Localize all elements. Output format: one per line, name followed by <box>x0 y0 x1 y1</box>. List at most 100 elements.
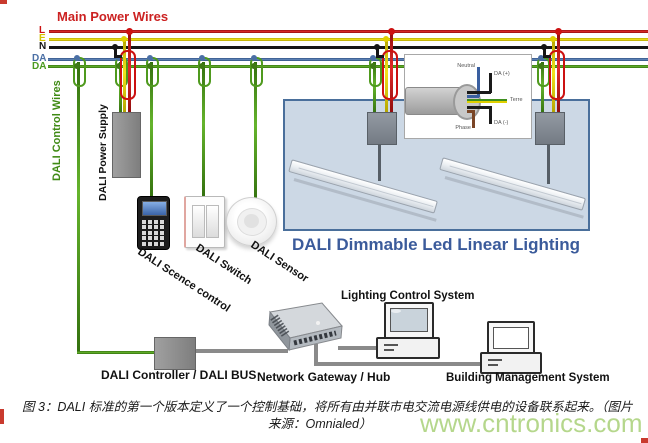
neutral-wire <box>49 46 648 49</box>
inset-phase-label: Phase <box>455 125 471 131</box>
inset-neutral-label: Neutral <box>457 63 475 69</box>
dali-drop-loop <box>73 57 86 87</box>
sensor-lens <box>244 214 259 228</box>
wire-label-da-green: DA <box>32 61 47 72</box>
da-green-junction-dot <box>370 63 376 69</box>
dali-control-wires-label: DALI Control Wires <box>51 80 63 181</box>
mains-drop-loop <box>120 50 136 100</box>
led-stem-left <box>378 143 381 181</box>
mains-drop-neutral-hook-foot <box>376 55 384 58</box>
dali-drop-loop <box>250 57 263 87</box>
mains-drop-live <box>557 31 560 113</box>
controller-to-hub-line <box>193 349 288 353</box>
inset-terre-label: Terre <box>510 97 523 103</box>
inset-earth-wire <box>467 101 507 103</box>
network-hub-device <box>268 302 343 352</box>
hub-drop-line <box>314 344 318 366</box>
neutral-junction-dot <box>541 44 547 50</box>
mains-drop-neutral-hook-foot <box>114 55 122 58</box>
dali-switch-label: DALI Switch <box>193 242 254 288</box>
dali-drop-loop <box>146 57 159 87</box>
live-junction-dot <box>126 28 133 35</box>
cable-detail-inset: Neutral DA (+) Terre DA (-) Phase <box>404 54 532 139</box>
scene-control-keypad <box>142 218 165 246</box>
da-green-junction-dot <box>74 63 80 69</box>
dali-drop-wire <box>373 62 376 114</box>
inset-phase-wire <box>467 110 475 113</box>
network-gateway-label: Network Gateway / Hub <box>257 370 391 384</box>
bms-base <box>480 352 542 374</box>
scene-control-screen <box>142 201 167 216</box>
mains-drop-live <box>390 31 393 113</box>
bms-monitor <box>487 321 535 356</box>
led-junction-box-right <box>535 112 565 145</box>
mains-drop-loop <box>382 50 398 100</box>
inset-neutral-wire <box>467 95 479 98</box>
hub-to-lcs-line <box>338 346 380 350</box>
live-junction-dot <box>555 28 562 35</box>
earth-junction-dot <box>383 36 389 42</box>
dali-switch-device <box>184 196 225 248</box>
lcs-screen <box>390 308 428 332</box>
da-green-wire <box>48 65 648 68</box>
da-blue-junction-dot <box>74 55 80 61</box>
earth-wire <box>49 38 648 41</box>
wire-label-da-blue: DA <box>32 53 47 64</box>
mains-drop-earth <box>385 39 388 113</box>
da-green-junction-dot <box>147 63 153 69</box>
led-panel-title: DALI Dimmable Led Linear Lighting <box>291 235 581 254</box>
lcs-monitor <box>384 302 434 339</box>
dali-drop-wire <box>150 62 153 200</box>
mains-drop-loop <box>549 50 565 100</box>
dali-drop-wire <box>254 62 257 203</box>
mains-drop-neutral-hook <box>543 47 546 57</box>
da-green-junction-dot <box>251 63 257 69</box>
neutral-junction-dot <box>112 44 118 50</box>
inset-phase-wire <box>472 110 475 128</box>
inset-da-plus-wire <box>467 91 491 94</box>
lighting-control-system-label: Lighting Control System <box>341 290 475 302</box>
mains-drop-earth <box>123 39 126 113</box>
switch-rocker-right <box>206 205 219 238</box>
wire-label-earth: E <box>39 33 46 44</box>
dali-bus-run-horizontal <box>77 351 157 354</box>
mains-drop-neutral-hook <box>376 47 379 57</box>
inset-earth-wire <box>467 99 507 101</box>
led-stem-right <box>547 143 550 184</box>
dali-drop-loop <box>198 57 211 87</box>
earth-junction-dot <box>550 36 556 42</box>
inset-da-minus-wire <box>489 106 492 124</box>
dali-controller-box <box>154 337 196 370</box>
dali-drop-wire <box>541 62 544 114</box>
building-management-label: Building Management System <box>446 372 610 384</box>
live-junction-dot <box>388 28 395 35</box>
inset-da-minus-wire <box>467 106 491 109</box>
dali-power-supply-label: DALI Power Supply <box>97 104 109 201</box>
dali-drop-wire <box>202 62 205 198</box>
corner-mark-bottom-right <box>641 438 648 443</box>
mains-drop-neutral-hook-foot <box>543 55 551 58</box>
dali-sensor-device <box>226 197 277 246</box>
wire-label-live: L <box>39 25 46 36</box>
dali-drop-wire <box>77 62 80 354</box>
dali-drop-loop <box>369 57 382 87</box>
live-wire <box>49 30 648 33</box>
lcs-base <box>376 337 440 359</box>
main-power-wires-title: Main Power Wires <box>57 9 169 24</box>
wire-label-neutral: N <box>39 41 47 52</box>
corner-mark-bottom-left <box>0 409 4 424</box>
mains-drop-earth <box>552 39 555 113</box>
da-blue-junction-dot <box>147 55 153 61</box>
watermark: www.cntronics.com <box>420 408 643 438</box>
led-junction-box-left <box>367 112 397 145</box>
corner-mark-top-left <box>0 0 7 4</box>
da-blue-junction-dot <box>251 55 257 61</box>
hub-to-bms-line <box>314 362 486 366</box>
inset-da-minus-label: DA (-) <box>494 120 509 126</box>
earth-junction-dot <box>121 36 127 42</box>
inset-da-plus-label: DA (+) <box>494 71 510 77</box>
switch-rocker-left <box>192 205 205 238</box>
da-blue-junction-dot <box>199 55 205 61</box>
inset-da-plus-wire <box>489 73 492 93</box>
